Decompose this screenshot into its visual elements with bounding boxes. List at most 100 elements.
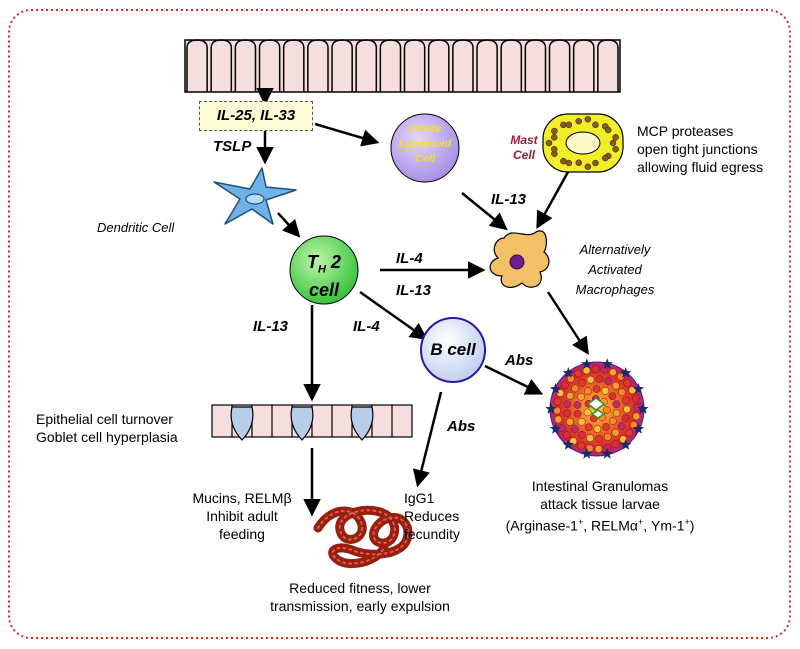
- th2-cell-icon: [289, 235, 359, 305]
- epithelial-cell: [476, 39, 498, 92]
- epithelial-cell: [597, 39, 619, 92]
- epithelial-cell: [524, 39, 547, 92]
- granuloma-cell: [623, 405, 631, 414]
- granuloma-cell: [573, 409, 582, 418]
- epithelial-cell: [572, 39, 595, 92]
- abs-granuloma-label: Abs: [505, 352, 534, 369]
- b-cell-icon: [420, 317, 486, 383]
- granule: [584, 116, 592, 123]
- granuloma-cell: [586, 434, 594, 443]
- granule: [602, 154, 609, 162]
- granuloma-cell: [600, 365, 609, 374]
- arrow-ilc-to-mac: [461, 192, 508, 231]
- star-cell-icon: [620, 439, 632, 450]
- granule: [605, 126, 612, 134]
- cytokine-box: IL-25, IL-33: [199, 101, 313, 131]
- arrow-bcell-to-worm: [412, 391, 443, 488]
- granuloma-cell: [608, 392, 617, 401]
- epithelial-cell: [186, 39, 208, 92]
- granuloma-cell: [566, 391, 574, 400]
- star-cell-icon: [601, 447, 613, 459]
- epithelial-cell: [307, 39, 329, 92]
- arrow-th2-to-bcell: [359, 290, 428, 341]
- epithelial-cell: [331, 39, 353, 92]
- granuloma-cell: [618, 388, 626, 397]
- macrophage-icon: [489, 230, 550, 288]
- granuloma-cell: [586, 375, 595, 384]
- granule: [551, 134, 558, 141]
- arrows: [256, 88, 589, 517]
- granuloma-cell: [628, 386, 637, 395]
- star-cell-icon: [581, 447, 593, 459]
- granuloma-cell: [577, 441, 585, 450]
- epithelium-layer: [184, 39, 621, 93]
- goblet-cell: [230, 406, 254, 441]
- granuloma-cell: [563, 409, 572, 418]
- granuloma-cell: [578, 379, 587, 387]
- granule: [584, 163, 592, 170]
- il13-epi-label: IL-13: [253, 318, 289, 335]
- granuloma-cell: [603, 433, 612, 441]
- granuloma-cell: [621, 396, 630, 405]
- il13-mac-label: IL-13: [396, 282, 432, 299]
- granuloma-cell: [577, 431, 586, 439]
- granuloma-cell: [602, 422, 610, 431]
- granule: [565, 121, 573, 129]
- granuloma-cell: [566, 417, 574, 426]
- granuloma-cell: [617, 422, 626, 430]
- granuloma-cell: [621, 414, 630, 422]
- star-cell-icon: [581, 358, 593, 369]
- star-cell-icon: [549, 383, 562, 394]
- b-cell-label: B cell: [430, 340, 476, 359]
- granuloma-cell: [601, 386, 610, 395]
- epithelial-cell: [452, 39, 474, 92]
- mast-cell-icon: [542, 113, 624, 173]
- granule: [551, 127, 558, 135]
- granuloma-cell: [577, 417, 586, 426]
- worm-icon: [313, 505, 413, 568]
- epithelial-cell: [258, 39, 281, 92]
- granuloma-icon: [545, 358, 649, 459]
- epithelial-cell: [427, 39, 450, 92]
- granuloma-cell: [592, 385, 601, 393]
- granuloma-cell: [595, 375, 604, 383]
- epithelial-cell: [379, 39, 402, 92]
- granuloma-cell: [623, 379, 632, 387]
- granuloma-cell: [595, 435, 603, 443]
- granuloma-cell: [570, 425, 579, 434]
- granuloma-cell: [591, 365, 600, 373]
- goblet-cell: [350, 406, 374, 441]
- star-cell-icon: [620, 367, 632, 378]
- granuloma-cell: [556, 389, 565, 397]
- granuloma-cell: [632, 412, 641, 421]
- granuloma-cell: [609, 368, 617, 377]
- granuloma-cell: [560, 381, 569, 390]
- star-cell-icon: [549, 423, 562, 434]
- granule: [545, 139, 553, 147]
- dendritic-cell-icon: [213, 167, 297, 225]
- abs-igg-label: Abs: [447, 418, 476, 435]
- granuloma-cell: [584, 423, 593, 432]
- epithelial-cell: [500, 39, 523, 92]
- il13-ilc-label: IL-13: [491, 191, 527, 208]
- granuloma-cell: [594, 445, 603, 453]
- granule: [560, 121, 567, 129]
- ilc-cell-icon: [390, 113, 460, 183]
- tslp-label: TSLP: [213, 138, 252, 155]
- granule: [609, 139, 617, 147]
- epithelial-cell: [282, 39, 305, 92]
- granuloma-cell: [611, 440, 620, 449]
- granule: [612, 145, 619, 153]
- arrow-box-to-ilc: [314, 122, 380, 147]
- granuloma-cell: [603, 406, 611, 414]
- granuloma-cell: [562, 431, 571, 439]
- granuloma-cell: [611, 428, 620, 437]
- granuloma-cell: [629, 421, 638, 429]
